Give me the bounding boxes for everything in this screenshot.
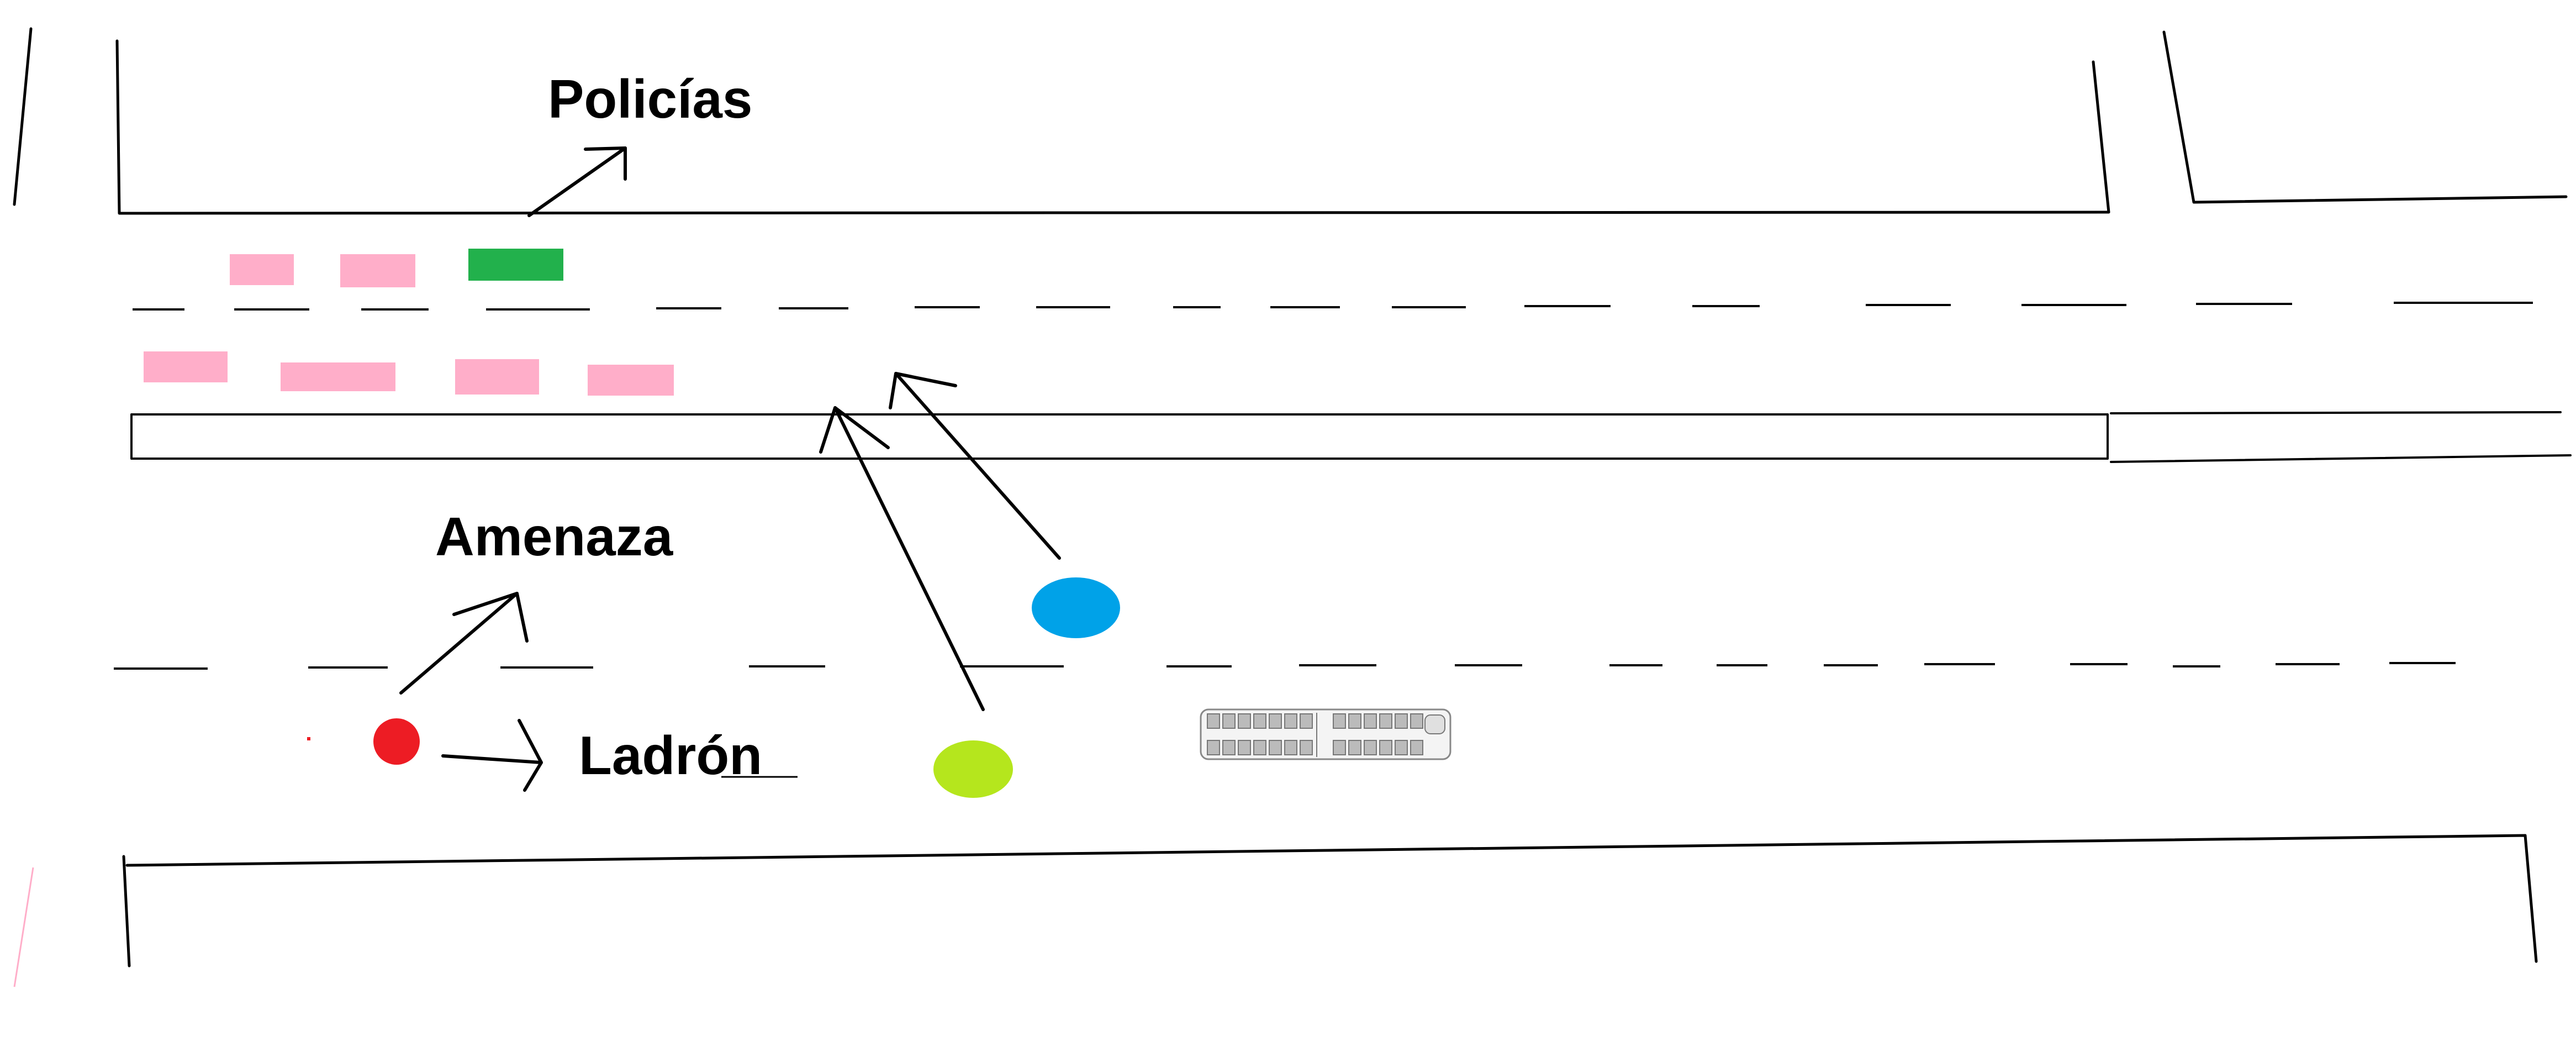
- thief-marker: [373, 718, 420, 765]
- parked-car: [281, 362, 395, 391]
- edge-left-top: [13, 27, 33, 206]
- bus-icon: [1200, 708, 1451, 760]
- label-police: Policías: [548, 69, 753, 129]
- median-right: [2110, 411, 2572, 463]
- blue-person: [1032, 577, 1120, 638]
- parked-car: [230, 254, 294, 285]
- arrow-icon: [819, 406, 985, 711]
- parked-car: [455, 359, 539, 395]
- pink-mark: [13, 867, 34, 987]
- lane-divider-top: [133, 302, 2533, 311]
- red-speck: [307, 737, 310, 740]
- parked-car: [144, 351, 228, 382]
- building-bottom: [122, 834, 2538, 968]
- parked-car: [340, 254, 415, 287]
- building-top-left: [115, 39, 2110, 215]
- label-threat: Amenaza: [435, 506, 673, 567]
- median-strip: [130, 413, 2109, 460]
- building-top-right: [2162, 30, 2568, 204]
- arrow-icon: [527, 146, 627, 217]
- arrow-icon: [399, 592, 529, 695]
- label-thief: Ladrón: [579, 725, 763, 786]
- police-car: [468, 249, 563, 281]
- parked-car: [588, 365, 674, 396]
- lane-divider-bottom: [114, 662, 2456, 670]
- arrow-icon: [889, 372, 1061, 560]
- green-person: [933, 740, 1013, 798]
- arrow-icon: [441, 719, 543, 792]
